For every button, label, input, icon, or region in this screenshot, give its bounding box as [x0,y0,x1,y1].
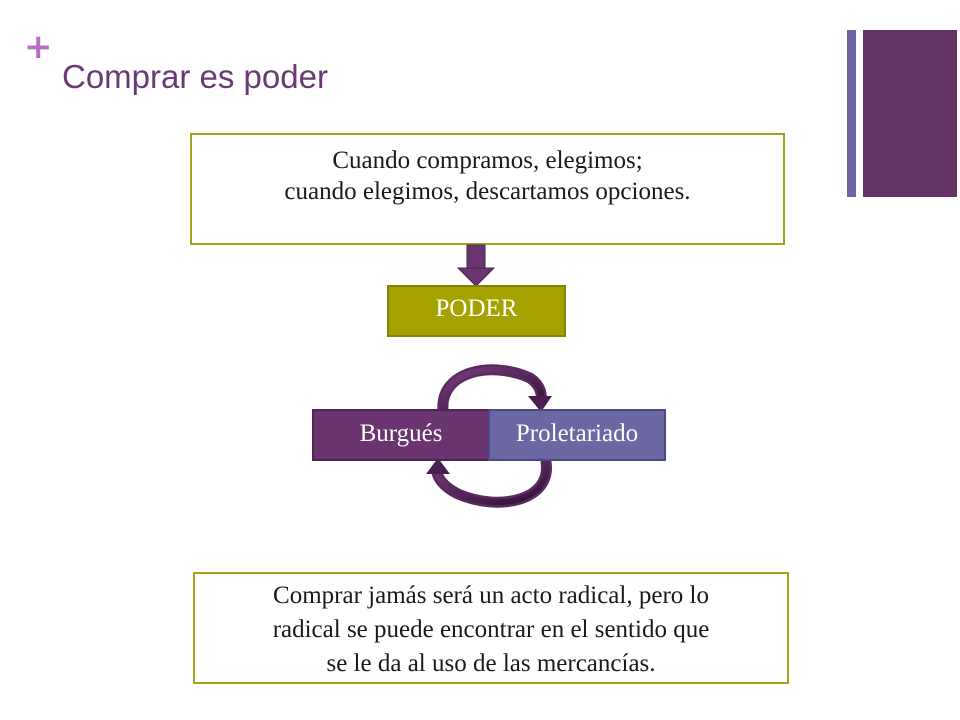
cycle-arrows-icon [426,364,552,508]
bottom-statement-line-3: se le da al uso de las mercancías. [326,650,656,677]
proletariat-label-box: Proletariado [488,409,666,461]
slide-title: Comprar es poder [62,58,328,95]
bottom-statement-line-2: radical se puede encontrar en el sentido… [272,616,710,643]
power-label-box: PODER [387,285,566,337]
decorative-thin-bar [847,30,856,197]
bottom-statement-box: Comprar jamás será un acto radical, pero… [193,572,789,684]
bourgeois-label-box: Burgués [312,409,490,461]
top-statement-line-1: Cuando compramos, elegimos; [332,147,643,174]
top-statement-line-2: cuando elegimos, descartamos opciones. [284,178,691,205]
down-arrow-icon [456,244,496,287]
decorative-wide-bar [863,30,957,197]
slide-bullet-plus: + [24,27,53,67]
top-statement-box: Cuando compramos, elegimos; cuando elegi… [190,133,785,245]
bottom-statement-line-1: Comprar jamás será un acto radical, pero… [273,582,709,609]
